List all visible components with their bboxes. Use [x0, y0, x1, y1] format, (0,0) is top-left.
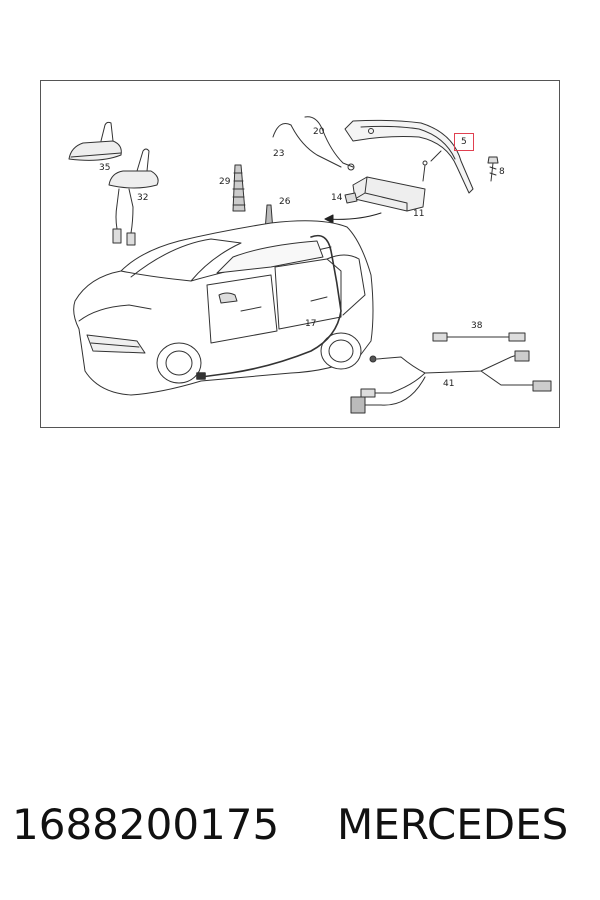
part-35-shark-antenna	[68, 121, 122, 161]
part-32-roof-antenna	[108, 148, 159, 246]
callout-26: 26	[279, 197, 291, 207]
part-11-amplifier	[352, 176, 426, 212]
callout-11: 11	[413, 209, 425, 219]
callout-35: 35	[99, 163, 111, 173]
part-41-harness	[350, 350, 552, 414]
highlight-box-part-5	[454, 133, 474, 151]
callout-5: 5	[461, 137, 467, 147]
callout-38: 38	[471, 321, 483, 331]
callout-8: 8	[499, 167, 505, 177]
brand-name: MERCEDES	[337, 800, 569, 849]
part-29-rod-antenna	[232, 164, 246, 212]
parts-20-23-cables	[272, 116, 355, 171]
callout-20: 20	[313, 127, 325, 137]
callout-32: 32	[137, 193, 149, 203]
callout-14: 14	[331, 193, 343, 203]
callout-41: 41	[443, 379, 455, 389]
part-8-bolt	[487, 156, 499, 182]
callout-29: 29	[219, 177, 231, 187]
exploded-view-drawing	[68, 116, 552, 414]
parts-diagram: 35 32 29 26 23 20 5 8 14 11 17 38 41	[40, 80, 560, 428]
product-caption: 1688200175 MERCEDES	[12, 800, 592, 860]
callout-23: 23	[273, 149, 285, 159]
part-14-nut	[344, 192, 358, 204]
part-38-cable	[432, 332, 526, 342]
part-number: 1688200175	[12, 800, 280, 849]
part-5-bracket	[344, 119, 474, 194]
car-body-drawing	[73, 220, 374, 396]
callout-17: 17	[305, 319, 317, 329]
part-17-antenna-cable	[196, 234, 342, 380]
